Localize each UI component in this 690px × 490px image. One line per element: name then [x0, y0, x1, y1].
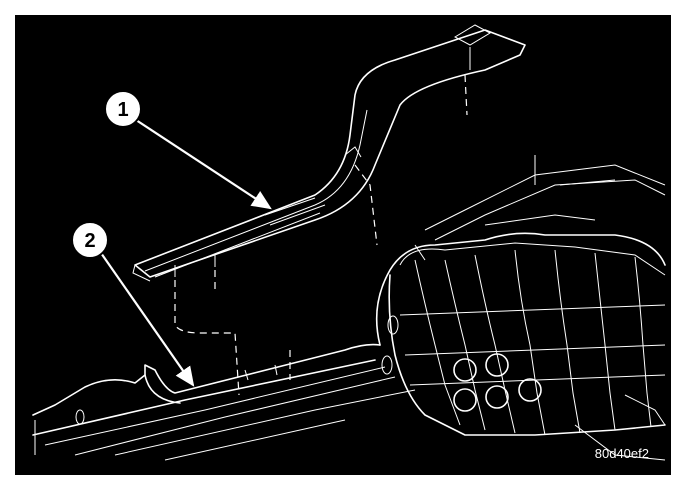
callout-1: 1 [104, 90, 272, 210]
callout-1-circle [104, 90, 142, 128]
wheelhouse-structure [375, 155, 666, 461]
upper-trim-panel [132, 24, 526, 282]
installation-guides [174, 74, 468, 396]
callout-1-leader [132, 117, 272, 210]
callout-2-leader [100, 252, 195, 387]
callout-2: 2 [71, 221, 195, 387]
callout-2-label: 2 [84, 230, 95, 252]
callout-2-circle [71, 221, 109, 259]
figure-id: 80d40ef2 [594, 446, 649, 461]
callout-1-label: 1 [117, 99, 128, 121]
line-art: 1 2 [32, 24, 666, 461]
diagram-frame: 1 2 80d40ef2 [15, 15, 671, 475]
lower-sill [32, 343, 416, 461]
